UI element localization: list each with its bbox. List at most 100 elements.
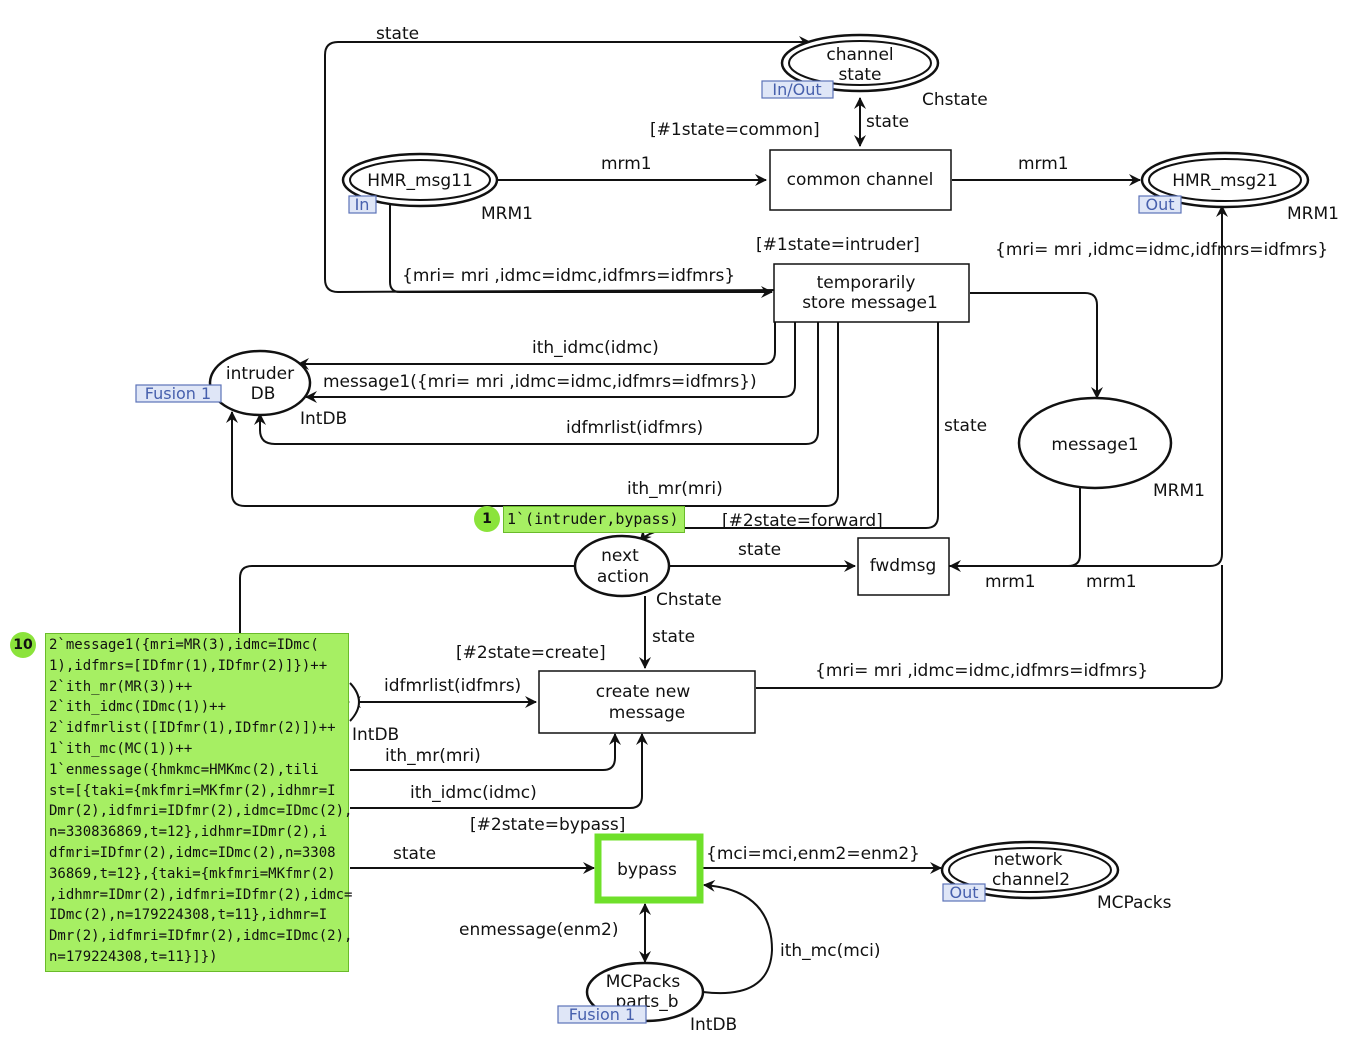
svg-text:state: state	[838, 65, 881, 85]
svg-text:[#1state=intruder]: [#1state=intruder]	[756, 235, 920, 255]
svg-text:store message1: store message1	[802, 293, 938, 313]
marking-line: 2`message1({mri=MR(3),idmc=IDmc(	[49, 637, 319, 653]
marking-line: Dmr(2),idfmri=IDfmr(2),idmc=IDmc(2),	[49, 928, 353, 945]
place-channel-state: channel state In/Out Chstate	[761, 33, 988, 110]
marking-line: 2`ith_mr(MR(3))++	[49, 678, 193, 695]
svg-text:In/Out: In/Out	[772, 80, 821, 99]
svg-text:MRM1: MRM1	[1287, 204, 1339, 224]
svg-text:MRM1: MRM1	[481, 204, 533, 224]
svg-text:Chstate: Chstate	[656, 590, 722, 610]
marking-line: 1`ith_mc(MC(1))++	[49, 740, 193, 757]
arc-hmr11-temporarily	[389, 205, 773, 298]
arc-inscriptions: state state mrm1 mrm1 {mri= mri ,idmc=id…	[323, 24, 1328, 961]
transition-create-new-message: create new message [#2state=create]	[456, 643, 756, 734]
inscription-mrm1-out: mrm1	[1018, 154, 1069, 174]
svg-text:Chstate: Chstate	[922, 90, 988, 110]
transition-temporarily-store-message1: temporarily store message1 [#1state=intr…	[756, 235, 970, 323]
place-hmr-msg21: HMR_msg21 Out MRM1	[1138, 151, 1339, 224]
marking-line: ,idhmr=IDmr(2),idfmri=IDfmr(2),idmc=	[49, 886, 353, 903]
marking-count-intdb: 10	[10, 632, 36, 658]
svg-text:[#1state=common]: [#1state=common]	[650, 120, 820, 140]
place-intdb-left: IntDB	[349, 682, 399, 745]
svg-text:IntDB: IntDB	[690, 1015, 737, 1035]
inscription-mrm1-fwd-a: mrm1	[985, 572, 1036, 592]
place-intruder-db: intruder DB Fusion 1 IntDB	[135, 349, 347, 429]
inscription-message1: message1({mri= mri ,idmc=idmc,idfmrs=idf…	[323, 372, 757, 392]
svg-text:IntDB: IntDB	[352, 725, 399, 745]
place-next-action: next action Chstate	[573, 534, 722, 610]
svg-text:HMR_msg21: HMR_msg21	[1172, 171, 1278, 191]
svg-text:Out: Out	[1145, 195, 1174, 214]
svg-text:MCPacks: MCPacks	[1097, 893, 1172, 913]
inscription-ith-idmc-top: ith_idmc(idmc)	[532, 338, 659, 358]
arc-mcpacks-bypass	[702, 879, 774, 994]
marking-line: 1),idfmrs=[IDfmr(1),IDfmr(2)]})++	[49, 657, 328, 674]
arc-nextaction-intdb	[239, 565, 575, 633]
arc-ith-idmc-top	[297, 322, 776, 370]
svg-text:channel2: channel2	[992, 870, 1070, 890]
place-message1: message1 MRM1	[1017, 396, 1205, 501]
inscription-record-in: {mri= mri ,idmc=idmc,idfmrs=idfmrs}	[402, 266, 735, 286]
arc-ith-mr-create	[350, 733, 621, 771]
marking-intdb: 2`message1({mri=MR(3),idmc=IDmc( 1),idfm…	[45, 633, 353, 972]
inscription-mci-record: {mci=mci,enm2=enm2}	[706, 844, 920, 864]
inscription-idfmrlist-create: idfmrlist(idfmrs)	[384, 676, 521, 696]
marking-line: n=179224308,t=11}]})	[49, 948, 218, 965]
marking-line: 2`ith_idmc(IDmc(1))++	[49, 699, 227, 716]
svg-text:intruder: intruder	[226, 364, 294, 384]
svg-text:channel: channel	[826, 45, 893, 65]
marking-count-next-action: 1	[474, 506, 500, 532]
svg-text:next: next	[601, 546, 639, 566]
place-hmr-msg11: HMR_msg11 In MRM1	[341, 152, 533, 224]
arc-state-top	[324, 36, 811, 294]
inscription-ith-idmc-create: ith_idmc(idmc)	[410, 783, 537, 803]
transition-bypass: bypass [#2state=bypass]	[470, 815, 704, 904]
arc-message1-fwdmsg	[949, 485, 1081, 572]
svg-text:[#2state=forward]: [#2state=forward]	[722, 511, 883, 531]
marking-line: dfmri=IDfmr(2),idmc=IDmc(2),n=3308	[49, 844, 336, 861]
svg-text:message: message	[609, 703, 685, 723]
inscription-ith-mr-create: ith_mr(mri)	[385, 746, 481, 766]
svg-text:Fusion 1: Fusion 1	[145, 384, 211, 403]
marking-line: st=[{taki={mkfmri=MKfmr(2),idhmr=I	[49, 782, 336, 799]
inscription-ith-mc: ith_mc(mci)	[780, 941, 880, 961]
arc-ith-idmc-create	[350, 733, 648, 809]
inscription-record-create: {mri= mri ,idmc=idmc,idfmrs=idfmrs}	[815, 661, 1148, 681]
svg-text:MRM1: MRM1	[1153, 481, 1205, 501]
svg-text:MCPacks: MCPacks	[606, 972, 681, 992]
svg-text:message1: message1	[1051, 435, 1138, 455]
inscription-state-fwd: state	[738, 540, 781, 560]
inscription-ith-mr-top: ith_mr(mri)	[627, 479, 723, 499]
svg-text:Fusion 1: Fusion 1	[569, 1005, 635, 1024]
inscription-mrm1-fwd-b: mrm1	[1086, 572, 1137, 592]
arc-create-hmr21	[756, 565, 1223, 689]
marking-line: 2`idfmrlist([IDfmr(1),IDfmr(2)])++	[49, 720, 336, 737]
svg-text:DB: DB	[251, 384, 276, 404]
svg-text:Out: Out	[949, 883, 978, 902]
svg-text:common channel: common channel	[787, 170, 934, 190]
svg-text:action: action	[597, 567, 649, 587]
inscription-mrm1-in: mrm1	[601, 154, 652, 174]
inscription-state-fwd-right: state	[944, 416, 987, 436]
place-network-channel2: network channel2 Out MCPacks	[940, 840, 1172, 913]
marking-line: IDmc(2),n=179224308,t=11},idhmr=I	[49, 907, 328, 924]
inscription-record-out: {mri= mri ,idmc=idmc,idfmrs=idfmrs}	[995, 240, 1328, 260]
inscription-enmessage: enmessage(enm2)	[459, 920, 619, 940]
svg-text:network: network	[993, 850, 1062, 870]
svg-text:IntDB: IntDB	[300, 409, 347, 429]
marking-next-action: 1`(intruder,bypass)	[503, 506, 685, 533]
svg-text:fwdmsg: fwdmsg	[870, 556, 937, 576]
arc-idfmrlist-top	[254, 322, 819, 445]
svg-text:temporarily: temporarily	[817, 273, 916, 293]
place-mcpacks-parts-b: MCPacks parts_b Fusion 1 IntDB	[557, 961, 737, 1035]
transition-common-channel: common channel [#1state=common]	[650, 120, 952, 211]
inscription-state-channel: state	[866, 112, 909, 132]
svg-text:[#2state=bypass]: [#2state=bypass]	[470, 815, 625, 835]
inscription-idfmrlist-top: idfmrlist(idfmrs)	[566, 418, 703, 438]
arc-message1-intruder	[305, 322, 796, 403]
svg-text:In: In	[355, 195, 370, 214]
inscription-state-create: state	[652, 627, 695, 647]
inscription-state-bypass: state	[393, 844, 436, 864]
svg-text:bypass: bypass	[617, 860, 677, 880]
